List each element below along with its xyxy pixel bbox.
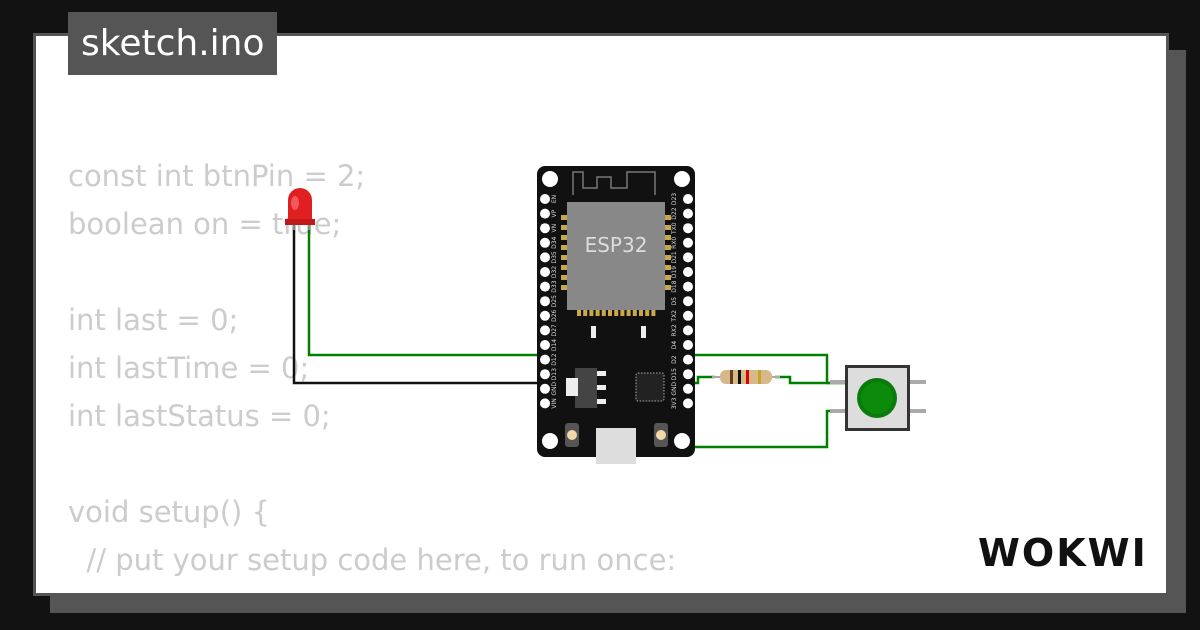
wire-led-cathode bbox=[292, 225, 545, 385]
pin-label: D25 bbox=[551, 295, 558, 307]
pin-label: D12 bbox=[551, 353, 558, 365]
pin-rx0[interactable] bbox=[683, 237, 693, 248]
pin-tx2[interactable] bbox=[683, 310, 693, 321]
esp32-module bbox=[567, 202, 665, 310]
esp32-board[interactable]: ESP32 ENVPVND34D35D32D33D25D26D27D14D12D… bbox=[537, 166, 695, 464]
pin-tx0[interactable] bbox=[683, 223, 693, 234]
code-background: const int btnPin = 2;boolean on = true; … bbox=[68, 152, 676, 593]
pin-d12[interactable] bbox=[540, 354, 550, 365]
chip-label: ESP32 bbox=[585, 233, 648, 257]
pin-d23[interactable] bbox=[683, 194, 693, 204]
wire-3v3-button bbox=[686, 397, 845, 449]
pin-vp[interactable] bbox=[540, 208, 550, 219]
pin-label: D32 bbox=[551, 266, 558, 278]
resistor[interactable] bbox=[712, 370, 780, 384]
pin-label: RX0 bbox=[671, 237, 678, 249]
pin-vn[interactable] bbox=[540, 223, 550, 234]
pin-label: D18 bbox=[671, 280, 678, 292]
pin-label: D22 bbox=[671, 207, 678, 219]
pin-label: VIN bbox=[551, 398, 558, 408]
wire-resistor-button bbox=[775, 375, 830, 385]
pin-d21[interactable] bbox=[683, 252, 693, 263]
pin-label: D14 bbox=[551, 339, 558, 351]
pin-d18[interactable] bbox=[683, 281, 693, 292]
pin-gnd[interactable] bbox=[540, 383, 550, 394]
pin-label: RX2 bbox=[671, 324, 678, 336]
pin-label: VP bbox=[551, 209, 558, 217]
pin-label: GND bbox=[551, 382, 558, 396]
pin-label: D35 bbox=[551, 251, 558, 263]
pin-d34[interactable] bbox=[540, 237, 550, 248]
pin-label: D13 bbox=[551, 368, 558, 380]
code-line: const int btnPin = 2; bbox=[68, 159, 366, 193]
pin-label: D33 bbox=[551, 280, 558, 292]
pin-d22[interactable] bbox=[683, 208, 693, 219]
pin-d35[interactable] bbox=[540, 252, 550, 263]
pin-d19[interactable] bbox=[683, 267, 693, 277]
pin-d33[interactable] bbox=[540, 281, 550, 292]
pin-d32[interactable] bbox=[540, 267, 550, 277]
pin-vin[interactable] bbox=[540, 398, 550, 409]
file-title: sketch.ino bbox=[68, 12, 278, 75]
pin-d25[interactable] bbox=[540, 296, 550, 307]
pin-d13[interactable] bbox=[540, 369, 550, 380]
pin-d2[interactable] bbox=[683, 354, 693, 365]
pin-label: GND bbox=[671, 382, 678, 396]
pin-label: 3V3 bbox=[671, 397, 678, 409]
wire-led-anode bbox=[307, 225, 545, 357]
code-line: Serial.begin(115200); bbox=[68, 584, 676, 593]
code-line: boolean on = true; bbox=[68, 207, 342, 241]
pin-en[interactable] bbox=[540, 194, 550, 204]
pin-d15[interactable] bbox=[683, 369, 693, 380]
push-button[interactable] bbox=[830, 365, 926, 431]
wokwi-logo: WOKWI bbox=[978, 531, 1148, 575]
pin-label: D2 bbox=[671, 355, 678, 364]
pin-label: TX0 bbox=[671, 222, 678, 235]
pin-d26[interactable] bbox=[540, 310, 550, 321]
pin-label: D26 bbox=[551, 309, 558, 321]
pin-label: D15 bbox=[671, 368, 678, 380]
pin-label: EN bbox=[551, 195, 558, 203]
pin-d4[interactable] bbox=[683, 340, 693, 350]
pin-rx2[interactable] bbox=[683, 325, 693, 336]
pin-label: D19 bbox=[671, 266, 678, 278]
pin-label: D34 bbox=[551, 236, 558, 248]
code-line: int lastStatus = 0; bbox=[68, 399, 331, 433]
pin-d14[interactable] bbox=[540, 340, 550, 350]
pin-3v3[interactable] bbox=[683, 398, 693, 409]
pin-label: TX2 bbox=[671, 310, 678, 323]
preview-canvas: const int btnPin = 2;boolean on = true; … bbox=[36, 36, 1166, 593]
code-line: void setup() { bbox=[68, 495, 270, 529]
code-line: int last = 0; bbox=[68, 303, 239, 337]
pin-label: D21 bbox=[671, 251, 678, 263]
pin-d27[interactable] bbox=[540, 325, 550, 336]
led-red[interactable] bbox=[285, 188, 315, 230]
usb-port bbox=[596, 428, 636, 464]
pin-label: D5 bbox=[671, 297, 678, 306]
pin-label: VN bbox=[551, 224, 558, 233]
antenna-trace bbox=[572, 171, 656, 195]
pin-label: D4 bbox=[671, 341, 678, 350]
pin-label: D23 bbox=[671, 193, 678, 205]
voltage-regulator bbox=[575, 368, 597, 408]
pin-label: D27 bbox=[551, 324, 558, 336]
code-line: // put your setup code here, to run once… bbox=[68, 543, 677, 577]
code-line: int lastTime = 0; bbox=[68, 351, 310, 385]
pin-d5[interactable] bbox=[683, 296, 693, 307]
pin-gnd[interactable] bbox=[683, 383, 693, 394]
usb-uart-chip bbox=[635, 372, 665, 402]
